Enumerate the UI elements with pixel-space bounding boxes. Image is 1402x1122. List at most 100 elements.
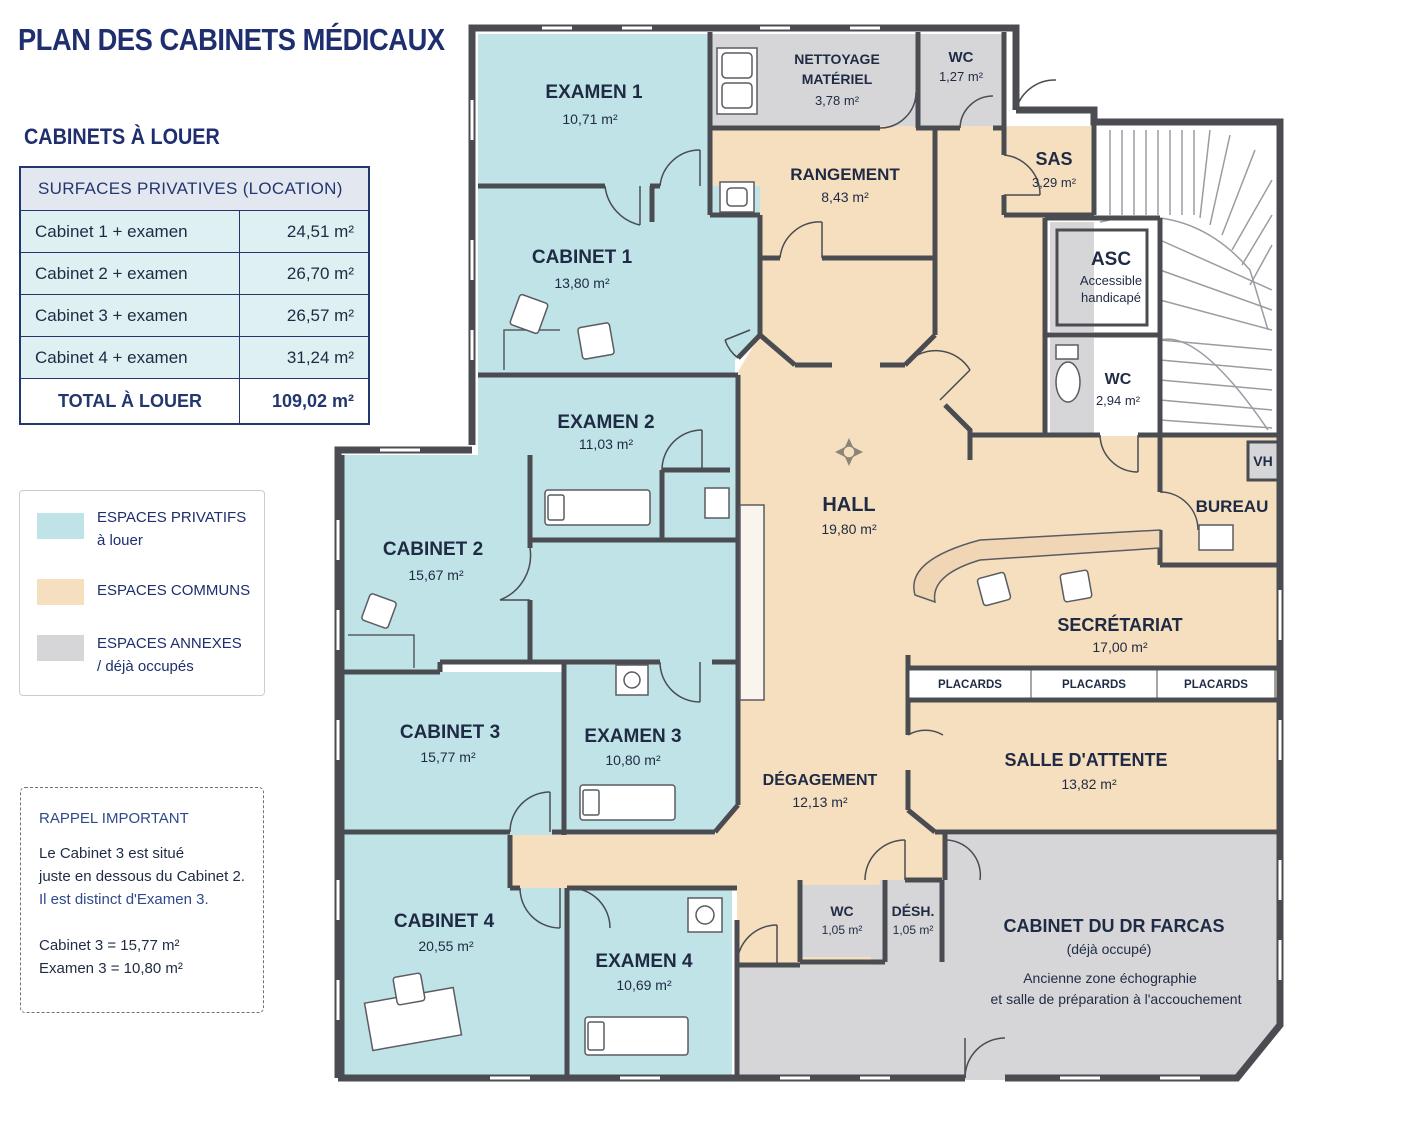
room-asc-line2: handicapé xyxy=(1081,290,1141,305)
vh-fill xyxy=(1248,440,1278,480)
room-area-hall: 19,80 m² xyxy=(821,521,877,537)
legend-annex-line1: ESPACES ANNEXES xyxy=(97,635,242,652)
row-label: Cabinet 1 + examen xyxy=(19,210,240,253)
sink-icon xyxy=(704,487,730,519)
stair-fill xyxy=(1094,126,1280,436)
common-fill xyxy=(510,126,1280,965)
reminder-line: Examen 3 = 10,80 m² xyxy=(39,960,183,977)
room-area-secretariat: 17,00 m² xyxy=(1092,639,1148,655)
legend-common-line1: ESPACES COMMUNS xyxy=(97,582,251,599)
reminder-title: RAPPEL IMPORTANT xyxy=(39,810,189,827)
room-area-nettoyage: 3,78 m² xyxy=(815,93,860,108)
placards: PLACARDS PLACARDS PLACARDS xyxy=(908,669,1276,699)
room-area-examen1: 10,71 m² xyxy=(562,111,618,127)
room-name-cabinet3: CABINET 3 xyxy=(400,722,500,743)
row-value: 24,51 m² xyxy=(239,210,370,253)
total-value: 109,02 m² xyxy=(239,378,370,425)
room-name-desh: DÉSH. xyxy=(892,903,935,919)
legend-private-line2: à louer xyxy=(97,532,143,549)
total-label: TOTAL À LOUER xyxy=(19,378,240,425)
legend: ESPACES PRIVATIFS à louer ESPACES COMMUN… xyxy=(19,490,265,696)
room-area-examen4: 10,69 m² xyxy=(616,977,672,993)
toilet-icon xyxy=(1055,361,1081,403)
placard-label: PLACARDS xyxy=(1062,679,1126,691)
inner-walls xyxy=(339,32,1280,1078)
chair-icon xyxy=(976,571,1012,607)
room-name-examen2: EXAMEN 2 xyxy=(557,412,654,433)
row-value: 31,24 m² xyxy=(239,336,370,379)
wc-top-fill xyxy=(920,34,1004,126)
reminder-line: Cabinet 3 = 15,77 m² xyxy=(39,937,180,954)
doors xyxy=(499,79,1199,1079)
legend-annex-line2: / déjà occupés xyxy=(97,658,194,675)
chair-icon xyxy=(392,972,426,1006)
row-label: Cabinet 2 + examen xyxy=(19,252,240,295)
room-name-cabinet1: CABINET 1 xyxy=(532,247,633,268)
room-name-farcas: CABINET DU DR FARCAS xyxy=(1003,916,1224,936)
desk-icon xyxy=(1198,524,1234,551)
room-name-cabinet4: CABINET 4 xyxy=(394,911,495,932)
room-name-nettoyage: NETTOYAGE xyxy=(794,51,880,67)
reminder-line: Le Cabinet 3 est situé xyxy=(39,845,185,862)
reminder-line: Il est distinct d'Examen 3. xyxy=(39,891,209,908)
reminder-box: RAPPEL IMPORTANT Le Cabinet 3 est situé … xyxy=(20,787,264,1013)
room-area-examen2: 11,03 m² xyxy=(579,436,634,452)
room-name-bureau: BUREAU xyxy=(1196,497,1269,516)
room-name-examen1: EXAMEN 1 xyxy=(545,82,643,103)
sas-fill xyxy=(1004,126,1094,216)
hall-ornament-icon xyxy=(835,438,863,466)
room-area-cabinet2: 15,67 m² xyxy=(408,567,464,583)
windows xyxy=(336,26,1282,1080)
placard-label: PLACARDS xyxy=(1184,679,1248,691)
swatch-annex xyxy=(37,635,84,661)
page-title: PLAN DES CABINETS MÉDICAUX xyxy=(18,22,445,57)
placard-label: PLACARDS xyxy=(938,679,1002,691)
fixtures xyxy=(348,47,1234,1056)
room-name-wc-top: WC xyxy=(949,49,974,66)
row-label: Cabinet 3 + examen xyxy=(19,294,240,337)
chair-icon xyxy=(509,293,549,335)
swatch-private xyxy=(37,513,84,539)
room-name-hall: HALL xyxy=(822,494,875,516)
row-label: Cabinet 4 + examen xyxy=(19,336,240,379)
exam-table-icon xyxy=(579,784,676,821)
room-asc-line1: Accessible xyxy=(1080,273,1142,288)
cabinet2-fill xyxy=(342,455,530,672)
room-fills xyxy=(342,34,1280,1080)
row-value: 26,57 m² xyxy=(239,294,370,337)
room-status-farcas: (déjà occupé) xyxy=(1067,941,1152,957)
room-name-cabinet2: CABINET 2 xyxy=(383,539,483,560)
room-area-rangement: 8,43 m² xyxy=(821,189,869,205)
swatch-common xyxy=(37,579,84,605)
cabinet2-annex-fill xyxy=(530,537,736,662)
room-name-nettoyage-2: MATÉRIEL xyxy=(802,71,873,87)
room-area-desh: 1,05 m² xyxy=(893,923,934,937)
room-name-wc-asc: WC xyxy=(1105,371,1132,388)
chair-icon xyxy=(1059,569,1093,603)
sink-icon xyxy=(1055,344,1079,360)
room-labels: EXAMEN 1 10,71 m² NETTOYAGE MATÉRIEL 3,7… xyxy=(383,49,1273,1007)
sink-icon xyxy=(615,664,649,696)
room-area-sas: 3,29 m² xyxy=(1032,175,1077,190)
room-desc-farcas-1: Ancienne zone échographie xyxy=(1023,970,1197,986)
room-name-vh: VH xyxy=(1253,453,1272,469)
room-desc-farcas-2: et salle de préparation à l'accouchement xyxy=(991,991,1242,1007)
staircase xyxy=(1099,129,1273,431)
room-area-degagement: 12,13 m² xyxy=(792,794,848,810)
room-name-examen3: EXAMEN 3 xyxy=(584,726,681,747)
room-area-examen3: 10,80 m² xyxy=(605,752,661,768)
room-name-wc-bottom: WC xyxy=(830,903,853,919)
room-name-salle-attente: SALLE D'ATTENTE xyxy=(1005,750,1168,770)
farcas-fill xyxy=(737,835,1280,1080)
room-name-asc: ASC xyxy=(1091,249,1131,270)
room-area-wc-asc: 2,94 m² xyxy=(1096,393,1141,408)
row-value: 26,70 m² xyxy=(239,252,370,295)
room-name-rangement: RANGEMENT xyxy=(790,165,900,184)
room-area-wc-top: 1,27 m² xyxy=(939,69,984,84)
